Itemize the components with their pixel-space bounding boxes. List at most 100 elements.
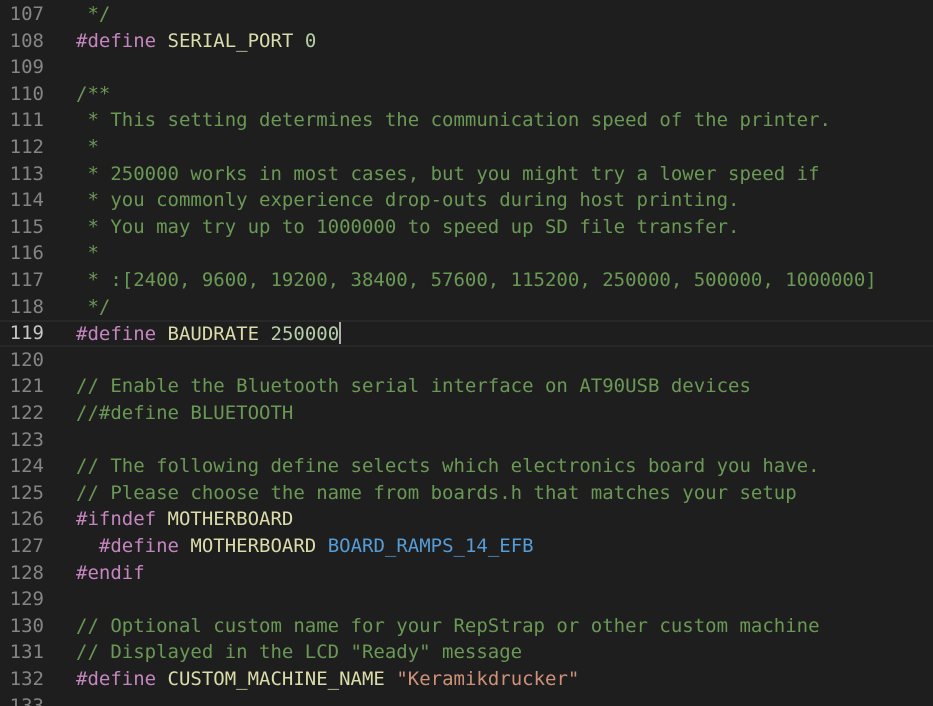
line-number: 113: [9, 162, 44, 185]
code-token-comment: * 250000 works in most cases, but you mi…: [76, 162, 820, 185]
code-line[interactable]: 120: [0, 347, 933, 374]
code-text[interactable]: * This setting determines the communicat…: [76, 107, 831, 134]
code-token-comment: // The following define selects which el…: [76, 455, 820, 478]
line-number: 128: [9, 561, 44, 584]
code-text[interactable]: * :[2400, 9600, 19200, 38400, 57600, 115…: [76, 267, 877, 294]
code-token-plain: [156, 30, 167, 52]
code-token-str: "Keramikdrucker": [396, 668, 580, 690]
code-token-comment: //#define BLUETOOTH: [76, 402, 294, 424]
code-text[interactable]: // Please choose the name from boards.h …: [76, 480, 797, 507]
code-text[interactable]: // Displayed in the LCD "Ready" message: [76, 639, 522, 666]
code-line[interactable]: 110/**: [0, 81, 933, 108]
line-number: 123: [9, 428, 44, 451]
code-text[interactable]: * 250000 works in most cases, but you mi…: [76, 161, 820, 188]
code-token-ident: BAUDRATE: [167, 323, 260, 346]
line-number: 119: [9, 322, 44, 345]
code-text[interactable]: #ifndef MOTHERBOARD: [76, 506, 293, 533]
line-number: 132: [9, 668, 44, 690]
line-number: 115: [9, 215, 44, 238]
code-text[interactable]: * you commonly experience drop-outs duri…: [76, 187, 739, 214]
code-token-pre: #endif: [76, 561, 145, 584]
code-token-comment: */: [76, 3, 111, 25]
code-text[interactable]: #endif: [76, 560, 145, 587]
line-number: 108: [9, 29, 44, 52]
code-text[interactable]: */: [76, 294, 110, 321]
code-text[interactable]: #define CUSTOM_MACHINE_NAME "Keramikdruc…: [76, 666, 579, 693]
code-line[interactable]: 112 *: [0, 134, 933, 161]
code-line[interactable]: 131 // Displayed in the LCD "Ready" messa…: [0, 639, 933, 666]
code-text[interactable]: #define MOTHERBOARD BOARD_RAMPS_14_EFB: [76, 533, 534, 560]
code-token-plain: [179, 535, 190, 557]
code-token-plain: [259, 323, 270, 345]
code-line[interactable]: 124 // The following define selects which…: [0, 453, 933, 480]
line-number: 116: [9, 242, 44, 265]
code-token-num: 250000: [270, 323, 340, 346]
code-token-ident: MOTHERBOARD: [167, 508, 294, 531]
line-number: 118: [9, 295, 44, 318]
code-token-pre: #define: [76, 29, 157, 52]
code-token-comment: * :[2400, 9600, 19200, 38400, 57600, 115…: [76, 269, 877, 291]
code-text[interactable]: *: [76, 134, 98, 161]
code-token-comment: * you commonly experience drop-outs duri…: [76, 189, 740, 212]
line-number: 121: [9, 375, 44, 398]
code-line[interactable]: 113 * 250000 works in most cases, but yo…: [0, 161, 933, 188]
code-line-current[interactable]: 119 #define BAUDRATE 250000: [0, 320, 933, 347]
code-line[interactable]: 122 //#define BLUETOOTH: [0, 400, 933, 427]
code-text[interactable]: * You may try up to 1000000 to speed up …: [76, 214, 739, 241]
code-text[interactable]: /**: [76, 81, 110, 108]
code-token-pre: #define: [98, 535, 179, 557]
line-number: 131: [9, 641, 44, 664]
code-text[interactable]: //#define BLUETOOTH: [76, 400, 293, 427]
line-number: 117: [9, 269, 44, 291]
line-number: 111: [9, 109, 44, 132]
line-number: 133: [9, 694, 44, 706]
code-token-pre: #ifndef: [76, 508, 157, 531]
code-text[interactable]: // Enable the Bluetooth serial interface…: [76, 373, 751, 400]
code-line[interactable]: 133: [0, 693, 933, 706]
code-token-const: BOARD_RAMPS_14_EFB: [327, 535, 534, 557]
code-line[interactable]: 125// Please choose the name from boards…: [0, 480, 933, 507]
code-line[interactable]: 114 * you commonly experience drop-outs …: [0, 187, 933, 214]
line-number: 124: [9, 455, 44, 478]
code-token-comment: *: [76, 242, 99, 265]
code-line[interactable]: 108 #define SERIAL_PORT 0: [0, 28, 933, 55]
code-line[interactable]: 117 * :[2400, 9600, 19200, 38400, 57600,…: [0, 267, 933, 294]
code-line[interactable]: 128 #endif: [0, 560, 933, 587]
code-token-ident: CUSTOM_MACHINE_NAME: [167, 668, 385, 690]
code-token-plain: [156, 323, 167, 345]
code-line[interactable]: 132 #define CUSTOM_MACHINE_NAME "Keramikd…: [0, 666, 933, 693]
code-line[interactable]: 121 // Enable the Bluetooth serial interf…: [0, 373, 933, 400]
code-token-comment: */: [76, 295, 111, 318]
code-text[interactable]: #define BAUDRATE 250000: [76, 322, 342, 346]
code-line[interactable]: 129: [0, 586, 933, 613]
code-line[interactable]: 130// Optional custom name for your RepS…: [0, 613, 933, 640]
line-number: 126: [9, 508, 44, 531]
code-line[interactable]: 111 * This setting determines the commun…: [0, 107, 933, 134]
code-token-comment: // Optional custom name for your RepStra…: [76, 614, 820, 637]
code-token-pre: #define: [76, 668, 157, 690]
line-number: 122: [9, 402, 44, 424]
code-text[interactable]: #define SERIAL_PORT 0: [76, 28, 316, 55]
line-number: 127: [9, 535, 44, 557]
code-line[interactable]: 123: [0, 427, 933, 454]
line-number: 107: [9, 3, 44, 25]
code-line[interactable]: 118 */: [0, 294, 933, 321]
code-line[interactable]: 115 * You may try up to 1000000 to speed…: [0, 214, 933, 241]
code-token-pre: #define: [76, 323, 157, 346]
code-token-comment: // Please choose the name from boards.h …: [76, 481, 797, 504]
code-text[interactable]: // Optional custom name for your RepStra…: [76, 613, 820, 640]
code-line[interactable]: 109: [0, 54, 933, 81]
code-text[interactable]: // The following define selects which el…: [76, 453, 820, 480]
code-line[interactable]: 116 *: [0, 240, 933, 267]
code-token-comment: * This setting determines the communicat…: [76, 109, 831, 132]
code-token-plain: [293, 30, 304, 52]
code-line[interactable]: 127 #define MOTHERBOARD BOARD_RAMPS_14_E…: [0, 533, 933, 560]
line-number: 129: [9, 588, 44, 611]
code-text[interactable]: */: [76, 1, 110, 28]
line-number: 114: [9, 189, 44, 212]
code-line[interactable]: 126 #ifndef MOTHERBOARD: [0, 506, 933, 533]
code-text[interactable]: *: [76, 240, 99, 267]
code-line[interactable]: 107 */: [0, 1, 933, 28]
code-token-plain: [156, 668, 167, 690]
